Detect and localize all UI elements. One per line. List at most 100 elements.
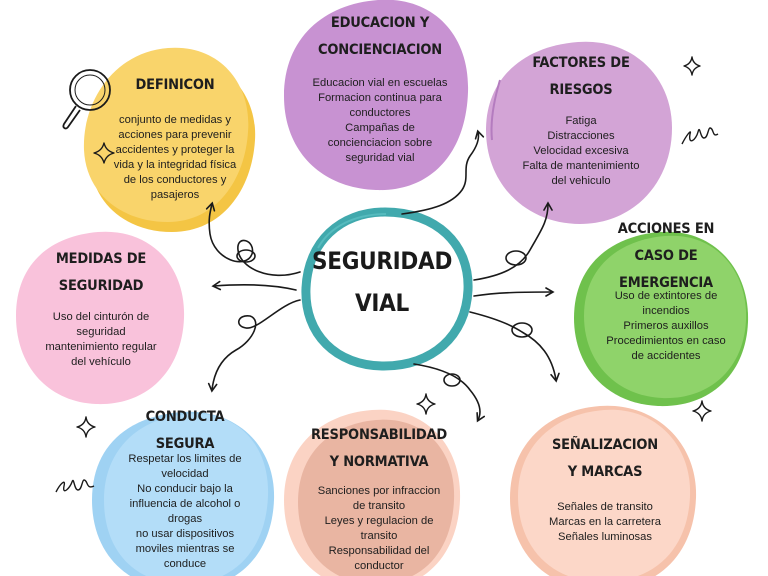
node-text-line: Primeros auxillos (623, 320, 709, 332)
center-title-line2: VIAL (354, 289, 409, 317)
node-text-line: moviles mientras se (135, 543, 235, 555)
definicion-blob (83, 47, 256, 233)
node-title: SEÑALIZACION Y MARCAS (530, 432, 680, 486)
node-body: Respetar los limites de velocidad No con… (110, 452, 260, 572)
node-title-line: Y MARCAS (567, 464, 643, 480)
node-text-line: Sanciones por infraccion (317, 485, 441, 497)
node-text-line: pasajeros (150, 189, 200, 201)
node-text-line: Falta de mantenimiento (522, 160, 640, 172)
node-title-line: RESPONSABILIDAD (310, 427, 448, 443)
node-title: ACCIONES EN CASO DE EMERGENCIA (586, 216, 746, 297)
node-text-line: conductores (349, 107, 411, 119)
node-text-line: Velocidad excesiva (533, 145, 629, 157)
node-acciones: ACCIONES EN CASO DE EMERGENCIA Uso de ex… (586, 216, 746, 364)
node-text-line: conduce (163, 558, 207, 570)
arrow-to-definicion (205, 201, 301, 277)
node-body: conjunto de medidas y acciones para prev… (100, 113, 250, 203)
node-senalizacion: SEÑALIZACION Y MARCAS Señales de transit… (530, 432, 680, 545)
node-body: Señales de transito Marcas en la carrete… (530, 500, 680, 545)
node-text-line: Marcas en la carretera (549, 516, 661, 528)
node-text-line: de los conductores y (123, 174, 227, 186)
node-text-line: no usar dispositivos (135, 528, 235, 540)
node-text-line: conjunto de medidas y (119, 114, 231, 126)
node-title-line: SEÑALIZACION (551, 437, 659, 453)
node-text-line: Uso del cinturón de (52, 311, 150, 323)
responsabilidad-blob (284, 409, 461, 576)
node-text-line: Distracciones (547, 130, 615, 142)
arrow-to-educacion (401, 129, 485, 215)
node-title-line: CONCIENCIACION (318, 42, 442, 58)
node-text-line: incendios (642, 305, 690, 317)
node-title-line: EMERGENCIA (619, 275, 713, 291)
arrow-loop-definicion (236, 249, 256, 263)
node-text-line: de transito (352, 500, 406, 512)
squiggle-icon (55, 479, 95, 493)
arrow-to-acciones (473, 287, 555, 297)
node-body: Sanciones por infraccion de transito Ley… (304, 484, 454, 574)
arrow-to-medidas (211, 280, 297, 291)
node-text-line: concienciacion sobre (327, 137, 433, 149)
node-text-line: del vehículo (71, 356, 131, 368)
node-text-line: Procedimientos en caso (606, 335, 726, 347)
center-title-line1: SEGURIDAD (312, 247, 453, 275)
node-text-line: No conducir bajo la (137, 483, 233, 495)
squiggle-icon (681, 127, 719, 145)
node-text-line: Respetar los limites de (128, 453, 242, 465)
node-factores: FACTORES DE RIESGOS Fatiga Distracciones… (506, 50, 656, 189)
node-title-line: DEFINICON (135, 77, 215, 93)
node-definicion: DEFINICON conjunto de medidas y acciones… (100, 72, 250, 203)
node-text-line: mantenimiento regular (45, 341, 157, 353)
center-ring (301, 207, 473, 371)
node-title-line: CASO DE (634, 248, 698, 264)
node-text-line: Formacion continua para (318, 92, 442, 104)
arrow-to-responsabilidad (413, 363, 486, 423)
node-title-line: RIESGOS (549, 82, 613, 98)
node-title: FACTORES DE RIESGOS (506, 50, 656, 104)
node-medidas: MEDIDAS DE SEGURIDAD Uso del cinturón de… (28, 246, 174, 370)
node-text-line: influencia de alcohol o (129, 498, 241, 510)
arrow-to-factores (473, 201, 553, 281)
conducta-blob (92, 411, 275, 576)
node-title-line: CONDUCTA (145, 409, 225, 425)
sparkle-icon (683, 56, 701, 76)
medidas-blob (16, 231, 185, 405)
node-title-line: MEDIDAS DE (55, 251, 147, 267)
node-responsabilidad: RESPONSABILIDAD Y NORMATIVA Sanciones po… (304, 422, 454, 574)
educacion-blob (284, 0, 469, 191)
sparkle-icon (692, 400, 712, 422)
node-text-line: drogas (167, 513, 203, 525)
node-text-line: acciones para prevenir (118, 129, 232, 141)
node-text-line: Fatiga (565, 115, 597, 127)
center-title: SEGURIDAD VIAL (312, 240, 452, 324)
node-text-line: Campañas de (345, 122, 415, 134)
node-text-line: Responsabilidad del (328, 545, 430, 557)
node-body: Uso del cinturón de seguridad mantenimie… (28, 310, 174, 370)
node-text-line: del vehiculo (551, 175, 611, 187)
node-title: RESPONSABILIDAD Y NORMATIVA (304, 422, 454, 476)
arrow-to-senalizacion (469, 311, 560, 383)
node-text-line: seguridad (76, 326, 126, 338)
connector-arrows (205, 129, 560, 423)
node-text-line: seguridad vial (345, 152, 415, 164)
node-text-line: velocidad (161, 468, 209, 480)
arrow-loop-factores (505, 250, 527, 266)
node-title-line: SEGURIDAD (58, 278, 144, 294)
node-body: Educacion vial en escuelas Formacion con… (300, 76, 460, 166)
node-title: CONDUCTA SEGURA (110, 404, 260, 458)
node-text-line: Leyes y regulacion de (324, 515, 434, 527)
magnifier-icon (62, 69, 111, 130)
sparkle-icon (76, 416, 96, 438)
factores-blob (486, 41, 672, 225)
node-title: EDUCACION Y CONCIENCIACION (300, 10, 460, 64)
senalizacion-blob (510, 405, 697, 576)
node-text-line: Uso de extintores de (614, 290, 718, 302)
node-title-line: FACTORES DE (532, 55, 630, 71)
node-title: MEDIDAS DE SEGURIDAD (28, 246, 174, 300)
arrow-to-conducta (207, 299, 301, 393)
node-title-line: SEGURA (155, 436, 215, 452)
sparkle-icon (93, 142, 115, 164)
node-body: Uso de extintores de incendios Primeros … (586, 289, 746, 364)
node-title: DEFINICON (100, 72, 250, 99)
node-title-line: EDUCACION Y (330, 15, 430, 31)
